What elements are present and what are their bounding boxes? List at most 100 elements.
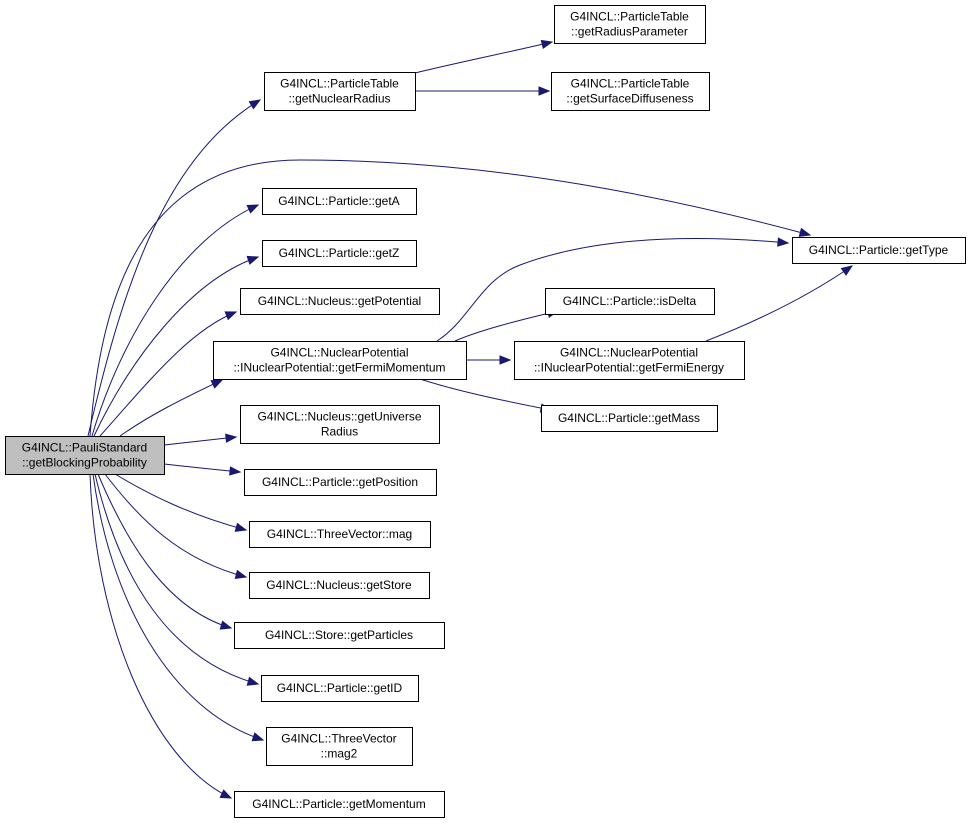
node-label: ::getSurfaceDiffuseness [566,92,693,106]
arrowhead-icon [219,789,233,799]
node-getPosition[interactable]: G4INCL::Particle::getPosition [244,469,437,496]
edge-line [419,378,552,411]
nodes-layer: G4INCL::PauliStandard::getBlockingProbab… [5,5,966,818]
edge-root-to-mag [114,473,248,532]
node-getFermiEnergy[interactable]: G4INCL::NuclearPotential::INuclearPotent… [514,341,745,380]
node-getPotential[interactable]: G4INCL::Nucleus::getPotential [240,288,440,315]
node-box[interactable] [240,288,440,315]
node-label: G4INCL::Particle::getMass [558,411,700,425]
node-box[interactable] [213,341,467,380]
node-getMass[interactable]: G4INCL::Particle::getMass [541,405,718,432]
edge-root-to-getUniverseRadius [163,433,238,446]
edge-root-to-getPotential [99,311,238,437]
node-box[interactable] [234,622,445,649]
edge-line [89,473,232,799]
node-box[interactable] [261,675,419,702]
node-box[interactable] [545,288,715,315]
edge-line [104,473,247,578]
edge-line [91,204,259,437]
node-getParticles[interactable]: G4INCL::Store::getParticles [234,622,445,649]
node-getNuclearRadius[interactable]: G4INCL::ParticleTable::getNuclearRadius [264,72,416,111]
node-getID[interactable]: G4INCL::Particle::getID [261,675,419,702]
node-label: ::getBlockingProbability [22,456,147,470]
arrowhead-icon [219,620,233,630]
node-box[interactable] [240,405,440,444]
arrowhead-icon [224,311,238,321]
node-box[interactable] [262,188,417,215]
node-box[interactable] [249,521,431,548]
edge-line [97,473,232,629]
edge-line [414,41,553,74]
node-label: G4INCL::Particle::getA [278,194,399,208]
node-getType[interactable]: G4INCL::Particle::getType [792,237,966,264]
arrowhead-icon [246,255,260,265]
arrowhead-icon [840,265,854,276]
node-box[interactable] [551,72,710,111]
node-box[interactable] [249,572,430,599]
arrowhead-icon [499,355,512,365]
node-getZ[interactable]: G4INCL::Particle::getZ [262,240,417,267]
node-label: ::INuclearPotential::getFermiMomentum [233,361,445,375]
edge-line [119,379,223,437]
edge-line [93,256,259,437]
node-root[interactable]: G4INCL::PauliStandard::getBlockingProbab… [5,436,165,475]
node-box[interactable] [5,436,165,475]
node-label: ::mag2 [321,747,358,761]
node-label: ::INuclearPotential::getFermiEnergy [534,361,724,375]
node-mag2[interactable]: G4INCL::ThreeVector::mag2 [266,727,413,766]
node-label: G4INCL::NuclearPotential [270,346,408,360]
node-label: G4INCL::Store::getParticles [265,628,413,642]
edge-root-to-getPosition [163,463,242,476]
edge-line [89,159,811,437]
node-label: G4INCL::Nucleus::getUniverse [257,410,421,424]
arrowhead-icon [225,433,238,443]
node-getRadiusParameter[interactable]: G4INCL::ParticleTable::getRadiusParamete… [554,5,706,44]
node-label: G4INCL::ThreeVector::mag [267,527,412,541]
node-getA[interactable]: G4INCL::Particle::getA [262,188,417,215]
edges-layer [87,39,854,799]
node-label: G4INCL::Particle::getZ [279,246,400,260]
node-box[interactable] [554,5,706,44]
node-label: G4INCL::PauliStandard [22,441,147,455]
edge-root-to-getID [94,473,260,686]
edge-root-to-getA [91,204,260,437]
arrowhead-icon [540,39,554,50]
edge-getFermiEnergy-to-getType [705,265,854,342]
node-getStore[interactable]: G4INCL::Nucleus::getStore [249,572,430,599]
node-getMomentum[interactable]: G4INCL::Particle::getMomentum [234,791,445,818]
node-box[interactable] [541,405,718,432]
edge-line [436,237,789,342]
node-label: G4INCL::ThreeVector [281,732,396,746]
node-getSurfaceDiffuseness[interactable]: G4INCL::ParticleTable::getSurfaceDiffuse… [551,72,710,111]
node-label: G4INCL::Particle::getMomentum [252,797,425,811]
node-box[interactable] [266,727,413,766]
edge-line [163,436,237,446]
node-label: G4INCL::Nucleus::getStore [266,578,412,592]
node-mag[interactable]: G4INCL::ThreeVector::mag [249,521,431,548]
arrowhead-icon [538,86,551,96]
node-label: ::getRadiusParameter [571,25,688,39]
arrowhead-icon [251,732,265,742]
node-label: G4INCL::ParticleTable [570,10,689,24]
arrowhead-icon [246,204,260,214]
node-box[interactable] [514,341,745,380]
node-box[interactable] [244,469,437,496]
edge-root-to-getStore [104,473,248,579]
node-label: G4INCL::ParticleTable [571,77,690,91]
node-getFermiMomentum[interactable]: G4INCL::NuclearPotential::INuclearPotent… [213,341,467,380]
edge-line [163,463,241,473]
arrowhead-icon [777,237,790,247]
node-box[interactable] [234,791,445,818]
node-label: G4INCL::Particle::getType [809,243,949,257]
edge-line [454,310,559,342]
edge-line [94,473,259,685]
node-isDelta[interactable]: G4INCL::Particle::isDelta [545,288,715,315]
node-box[interactable] [264,72,416,111]
node-box[interactable] [792,237,966,264]
edge-root-to-getMomentum [89,473,233,799]
node-box[interactable] [262,240,417,267]
edge-getFermiMomentum-to-getType [436,237,790,342]
edge-root-to-getType [89,159,812,437]
